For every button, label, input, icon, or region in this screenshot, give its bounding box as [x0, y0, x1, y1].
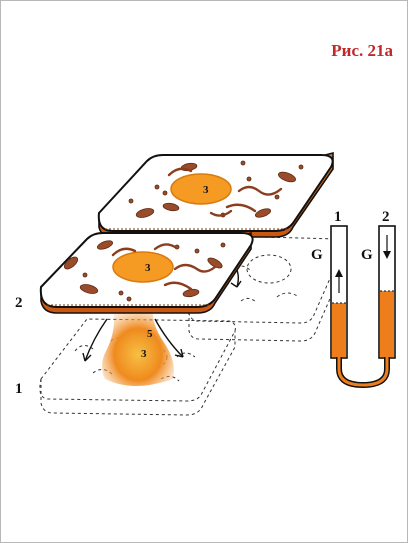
upper-nucleus	[171, 174, 231, 204]
upper-nucleus-label: 3	[203, 184, 209, 196]
layer-1-label: 1	[15, 381, 23, 397]
tube-right-label: 2	[382, 209, 390, 225]
gravity-left-label: G	[311, 247, 323, 263]
stream-number-label: 3	[141, 348, 147, 360]
left-liquid-column	[332, 303, 346, 357]
stream-top-label: 5	[147, 328, 153, 340]
lower-cell: 3	[41, 233, 253, 313]
gravity-right-label: G	[361, 247, 373, 263]
upper-cell: 3	[99, 153, 333, 237]
lower-nucleus-label: 3	[145, 262, 151, 274]
lower-nucleus	[113, 252, 173, 282]
plasma-stream	[102, 307, 174, 386]
layer-2-label: 2	[15, 295, 23, 311]
tube-left-label: 1	[334, 209, 342, 225]
right-liquid-column	[380, 291, 394, 357]
